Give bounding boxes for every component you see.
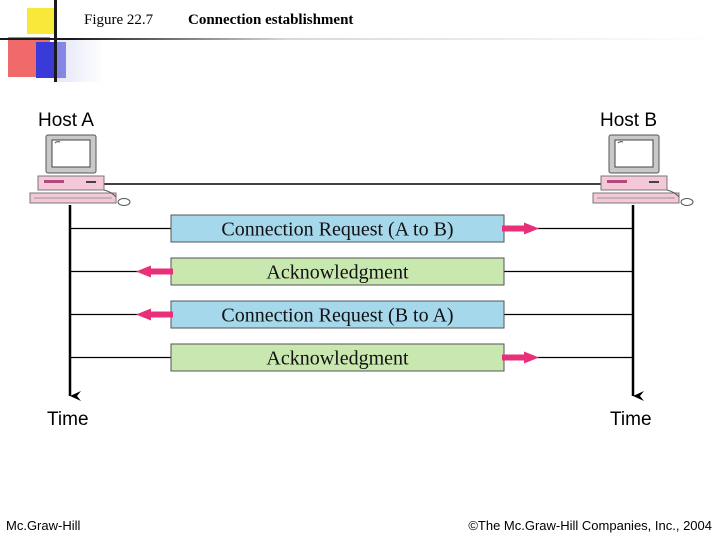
direction-arrow-icon <box>136 308 173 321</box>
message-box <box>170 300 505 329</box>
host-b-computer-icon <box>592 134 694 206</box>
host-b-time-label: Time <box>610 409 652 430</box>
figure-caption: Connection establishment <box>188 12 354 28</box>
host-a-computer-icon <box>29 134 131 206</box>
message-row: Acknowledgment <box>70 257 633 286</box>
message-row: Connection Request (B to A) <box>70 300 633 329</box>
direction-arrow-icon <box>502 351 539 364</box>
host-a-time-label: Time <box>47 409 89 430</box>
publisher-label: Mc.Graw-Hill <box>6 518 81 533</box>
message-label: Connection Request (A to B) <box>221 219 453 241</box>
corner-decor-fade <box>54 40 104 82</box>
host-a-label: Host A <box>38 110 94 131</box>
figure-number: Figure 22.7 <box>84 12 154 28</box>
message-list: Connection Request (A to B) Acknowledgmen… <box>70 214 633 372</box>
message-label: Connection Request (B to A) <box>221 305 453 327</box>
message-label: Acknowledgment <box>266 348 409 370</box>
direction-arrow-icon <box>136 265 173 278</box>
corner-decor-yellow <box>27 8 55 34</box>
message-row: Acknowledgment <box>70 343 633 372</box>
message-row: Connection Request (A to B) <box>70 214 633 243</box>
header-vertical-rule <box>54 0 57 82</box>
host-b-label: Host B <box>600 110 657 131</box>
copyright-label: ©The Mc.Graw-Hill Companies, Inc., 2004 <box>468 518 712 533</box>
header-rule <box>0 38 720 40</box>
message-label: Acknowledgment <box>266 262 409 284</box>
message-box <box>170 343 505 372</box>
direction-arrow-icon <box>502 222 539 235</box>
figure-title: Figure 22.7 Connection establishment <box>84 12 353 29</box>
